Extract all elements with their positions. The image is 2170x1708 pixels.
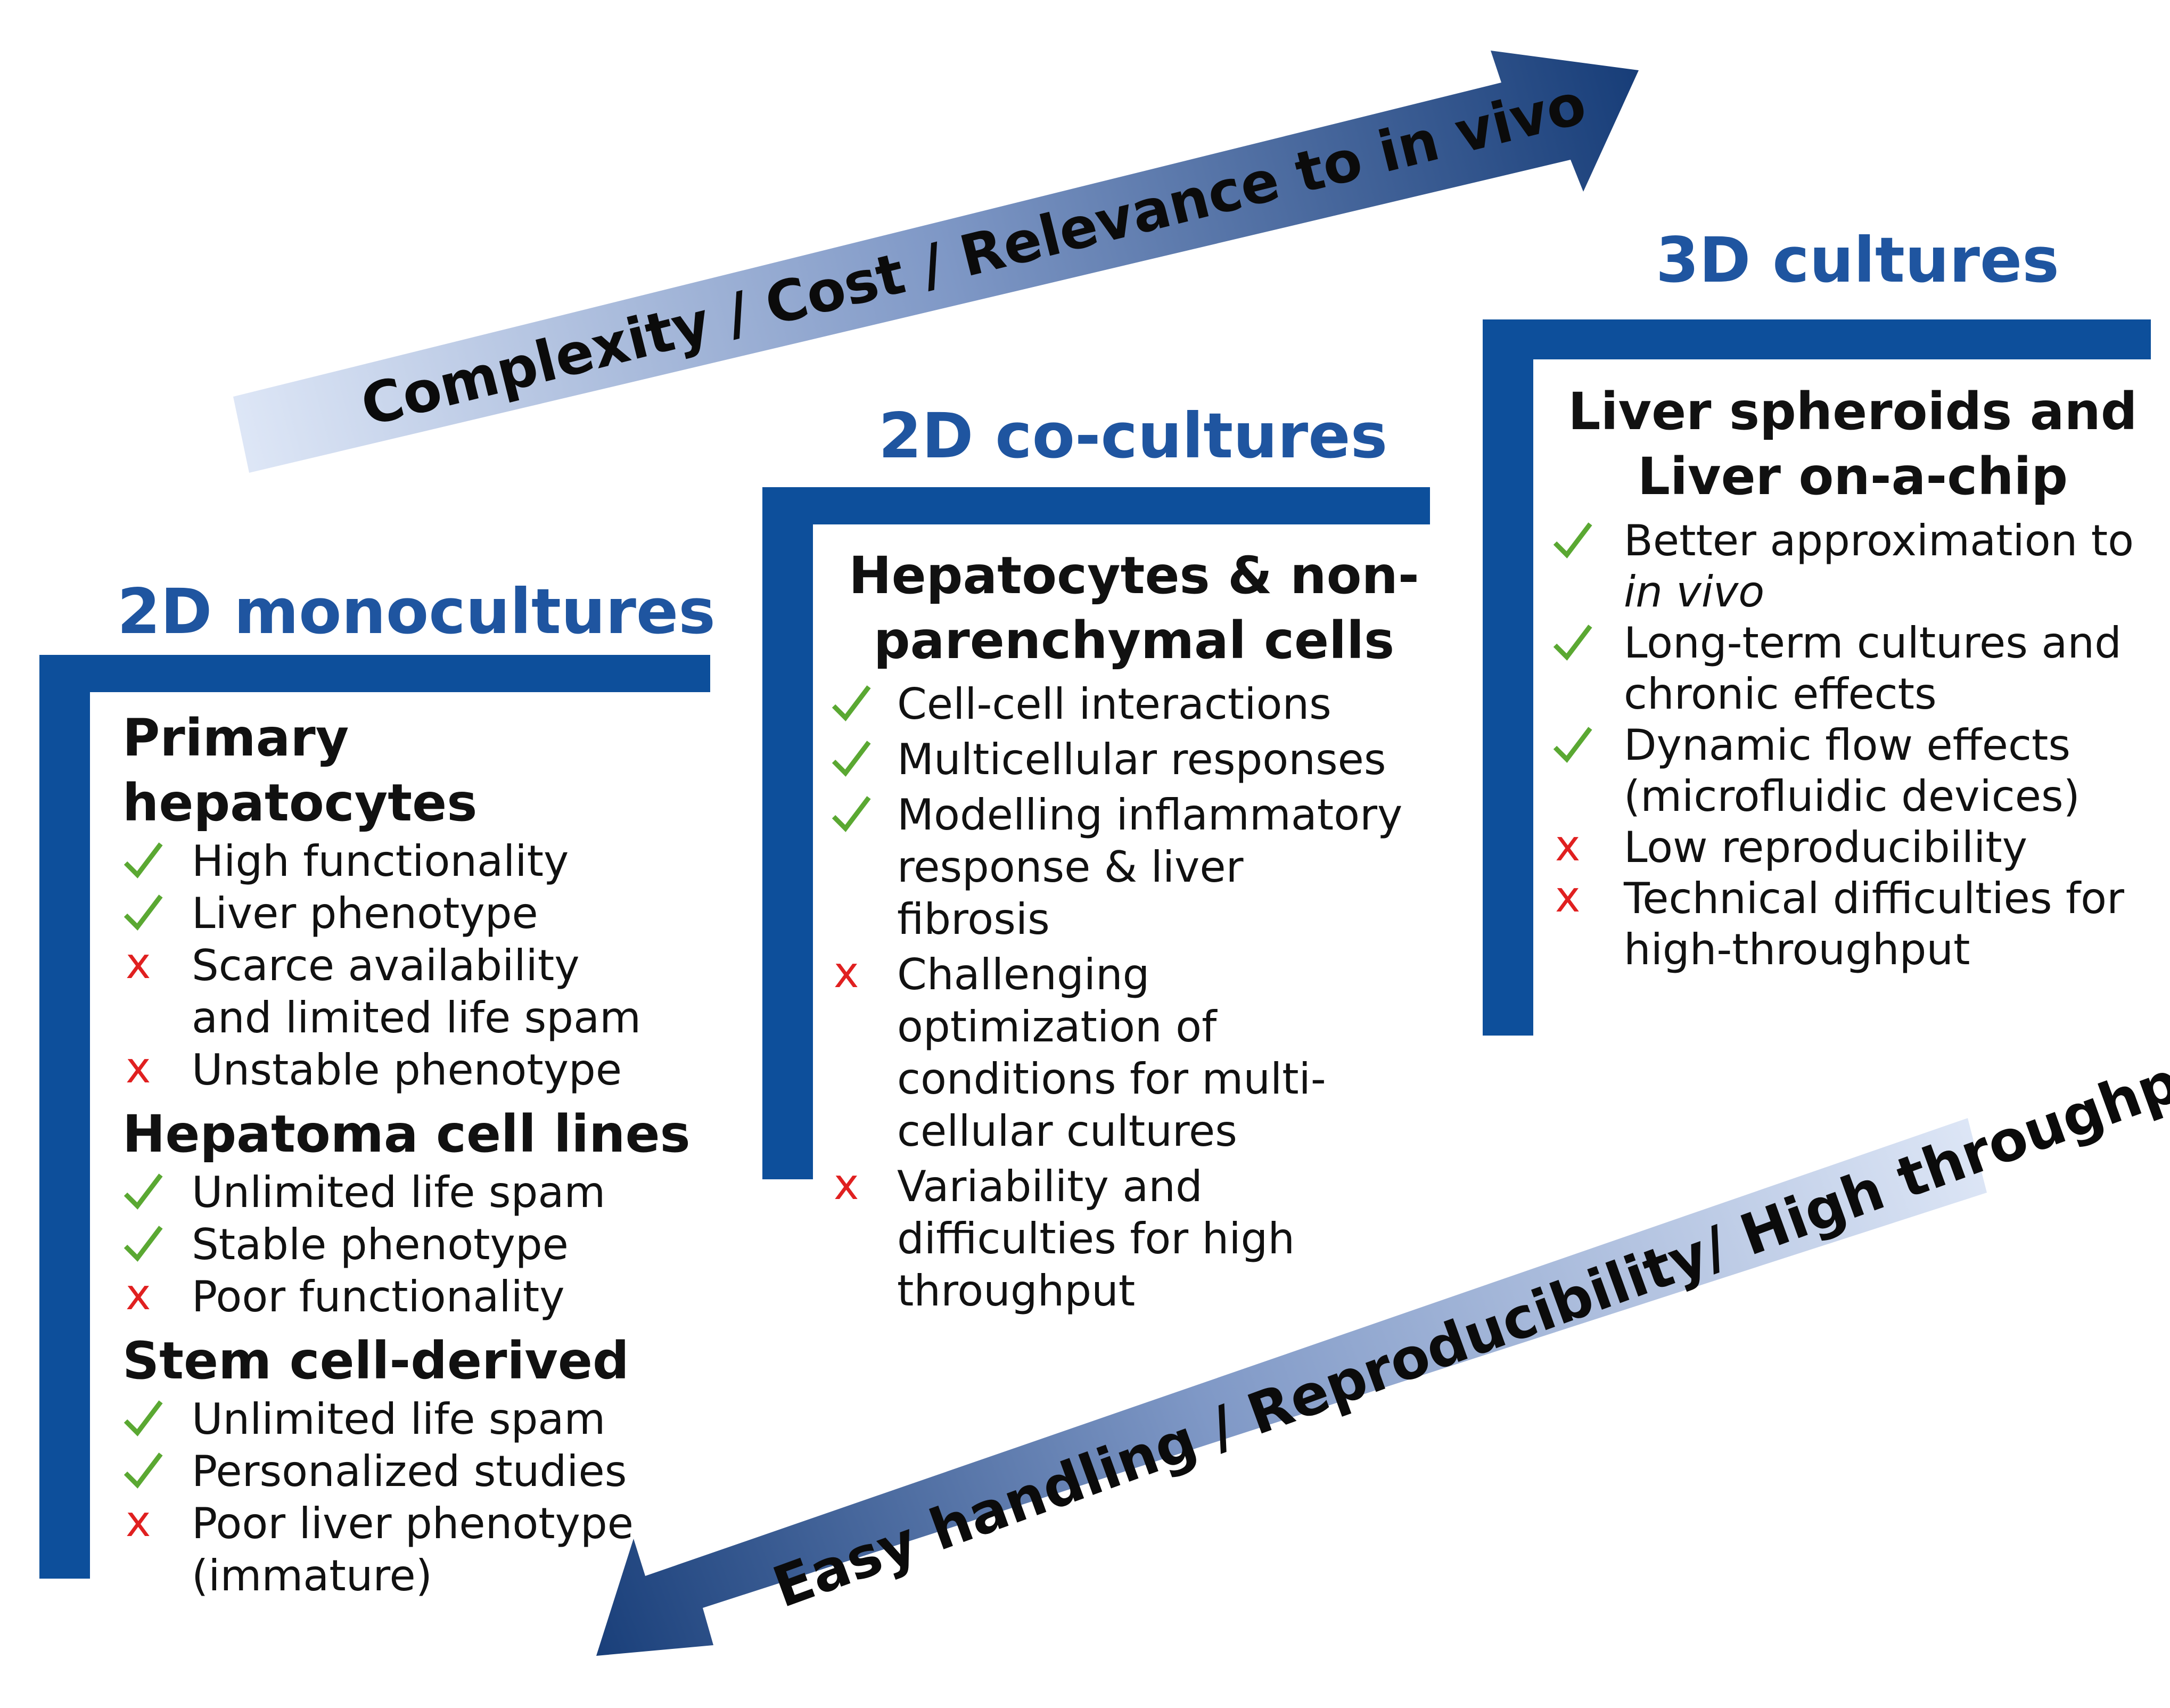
cross-icon: x (834, 1160, 859, 1209)
check-icon (1552, 718, 1594, 770)
cross-icon: x (126, 1497, 151, 1546)
list-item: High functionality (122, 835, 708, 888)
cross-icon: x (126, 1043, 151, 1093)
check-icon (122, 1391, 165, 1443)
cross-icon: x (1555, 872, 1581, 922)
list-co-cultures: Cell-cell interactions Multicellular res… (831, 678, 1437, 1317)
check-icon (1552, 513, 1594, 565)
list-item: Long-term cultures and chronic effects (1552, 618, 2153, 720)
cross-icon: x (126, 1270, 151, 1319)
list-item: x Challenging optimization of conditions… (834, 948, 1326, 1156)
column-bar-top (762, 487, 1430, 524)
column-title-2d-co-cultures: 2D co-cultures (878, 399, 1388, 472)
check-icon (831, 676, 873, 728)
cross-icon: x (1555, 821, 1581, 871)
list-item: Stable phenotype (122, 1219, 708, 1271)
list-item: x Poor liver phenotype (immature) (126, 1497, 634, 1600)
check-icon (122, 1443, 165, 1496)
check-icon (831, 732, 873, 784)
check-icon (122, 1217, 165, 1269)
list-item: Dynamic flow effects (microfluidic devic… (1552, 720, 2153, 822)
list-item: x Poor functionality (126, 1270, 565, 1321)
column-bar-top (1483, 319, 2151, 359)
list-hepatoma-cell-lines: Unlimited life spam Stable phenotype x P… (122, 1167, 708, 1323)
check-icon (122, 1164, 165, 1217)
list-item: Liver phenotype (122, 888, 708, 940)
list-item: x Technical difficulties for high-throug… (1555, 872, 2124, 974)
check-icon (831, 787, 873, 839)
list-item: Multicellular responses (831, 734, 1437, 786)
panel-2d-monocultures: Primary hepatocytes High functionality L… (122, 705, 708, 1602)
list-item: Cell-cell interactions (831, 678, 1437, 730)
column-title-3d-cultures: 3D cultures (1656, 224, 2059, 297)
column-bar-left (39, 655, 90, 1579)
check-icon (1552, 615, 1594, 668)
list-item: Modelling inflammatory response & liver … (831, 789, 1437, 946)
cross-icon: x (834, 948, 859, 997)
panel-3d-cultures: Liver spheroids and Liver on-a-chip Bett… (1552, 379, 2153, 975)
column-bar-left (762, 487, 813, 1179)
section-heading-hepatocytes-npc: Hepatocytes & non-parenchymal cells (849, 546, 1419, 670)
section-heading-hepatoma-cell-lines: Hepatoma cell lines (122, 1104, 691, 1164)
column-bar-top (39, 655, 710, 692)
section-heading-primary-hepatocytes: Primary hepatocytes (122, 708, 478, 833)
column-bar-left (1483, 319, 1533, 1036)
section-heading-stem-cell-derived: Stem cell-derived (122, 1331, 629, 1391)
cross-icon: x (126, 939, 151, 988)
column-title-2d-monocultures: 2D monocultures (117, 575, 716, 648)
list-item: x Variability and difficulties for high … (834, 1160, 1295, 1316)
panel-2d-co-cultures: Hepatocytes & non-parenchymal cells Cell… (831, 543, 1437, 1317)
list-stem-cell-derived: Unlimited life spam Personalized studies… (122, 1393, 708, 1602)
list-primary-hepatocytes: High functionality Liver phenotype x Sca… (122, 835, 708, 1096)
check-icon (122, 833, 165, 885)
section-heading-spheroids-chip: Liver spheroids and Liver on-a-chip (1568, 382, 2138, 506)
list-item: Unlimited life spam (122, 1167, 708, 1219)
list-item: x Unstable phenotype (126, 1043, 622, 1095)
check-icon (122, 885, 165, 938)
list-item: x Scarce availability and limited life s… (126, 939, 642, 1042)
list-item: Personalized studies (122, 1446, 708, 1498)
list-item: x Low reproducibility (1555, 821, 2028, 872)
complexity-arrow-label: Complexity / Cost / Relevance to in vivo (355, 71, 1592, 439)
list-item: Unlimited life spam (122, 1393, 708, 1446)
